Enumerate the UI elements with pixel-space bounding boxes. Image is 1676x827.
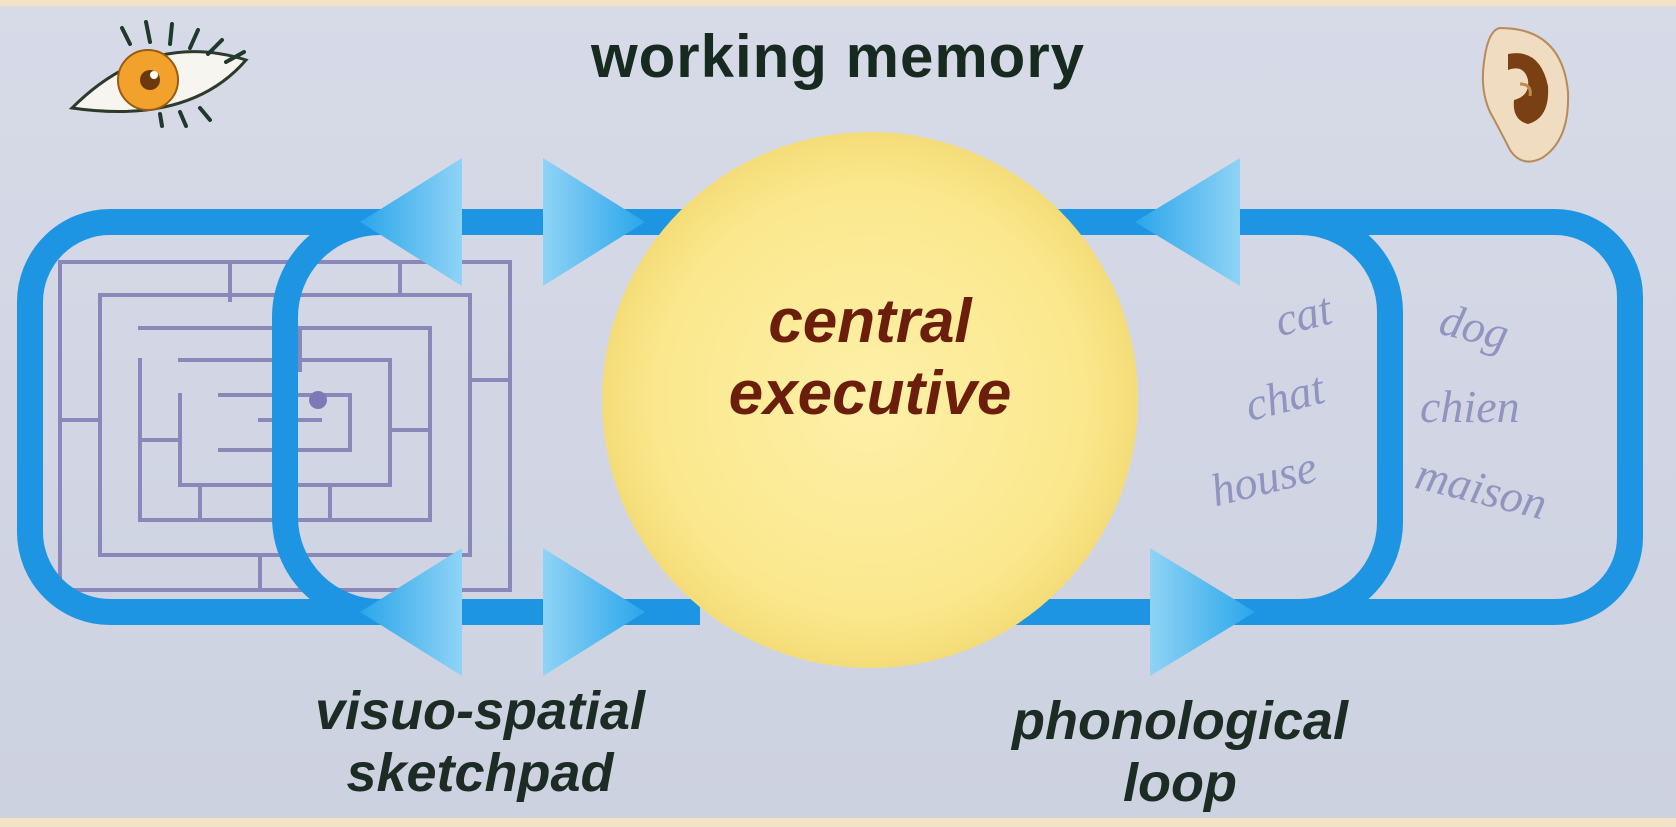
arrow-right-top-visuospatial: [543, 158, 645, 286]
arrow-right-bottom-visuospatial: [543, 548, 645, 676]
arrow-left-top-phonological: [1135, 158, 1240, 286]
arrow-left-bottom-visuospatial: [360, 548, 462, 676]
maze-marker: [309, 391, 327, 409]
phonological-label-line1: phonological: [1012, 691, 1348, 751]
ear-icon: [1481, 26, 1570, 163]
phonological-loop: [1000, 209, 1643, 625]
arrow-right-bottom-phonological: [1150, 548, 1255, 676]
visuospatial-loop: [17, 209, 700, 625]
central-executive-circle: [602, 132, 1138, 668]
phonological-label-line2: loop: [1123, 753, 1237, 813]
word-chien: chien: [1420, 381, 1520, 432]
arrow-left-top-visuospatial: [360, 158, 462, 286]
central-executive-label-line2: executive: [728, 359, 1012, 428]
central-executive-label-line1: central: [768, 287, 972, 356]
eye-icon: [68, 20, 249, 128]
visuospatial-label-line2: sketchpad: [346, 743, 614, 803]
diagram-title: working memory: [590, 23, 1086, 90]
visuospatial-label-line1: visuo-spatial: [314, 681, 646, 741]
maze-drawing: [58, 260, 512, 592]
